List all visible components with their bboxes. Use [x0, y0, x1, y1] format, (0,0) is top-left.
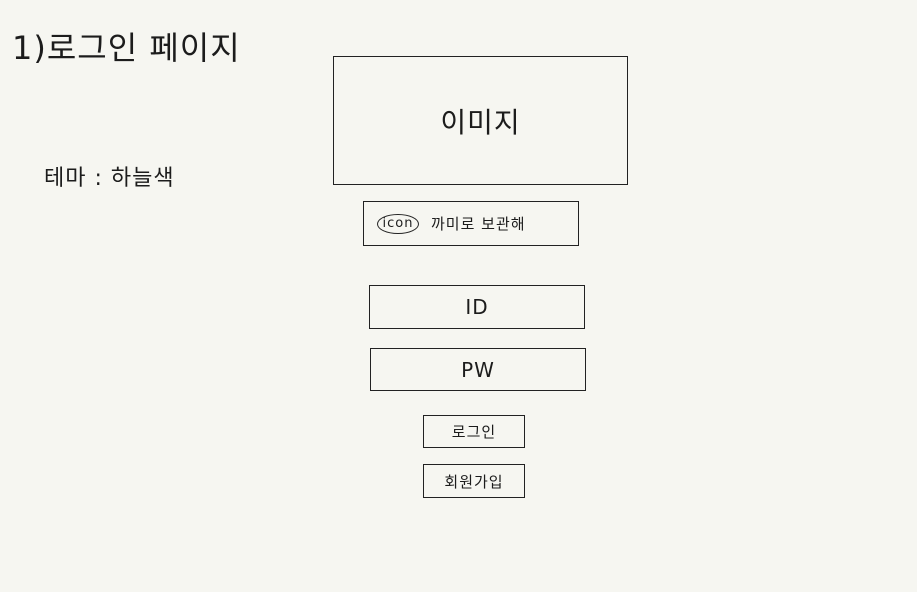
login-button[interactable]: 로그인	[423, 415, 525, 448]
remember-row[interactable]: icon 까미로 보관해	[363, 201, 579, 246]
id-field[interactable]: ID	[369, 285, 585, 329]
image-placeholder: 이미지	[333, 56, 628, 185]
login-button-label: 로그인	[451, 423, 497, 441]
id-field-label: ID	[465, 295, 489, 319]
remember-text: 까미로 보관해	[431, 215, 526, 233]
signup-button-label: 회원가입	[444, 472, 504, 491]
pw-field[interactable]: PW	[370, 348, 586, 391]
icon-placeholder-icon: icon	[377, 213, 419, 234]
pw-field-label: PW	[461, 357, 495, 382]
image-placeholder-label: 이미지	[440, 105, 521, 139]
theme-note: 테마 : 하늘색	[44, 166, 175, 191]
signup-button[interactable]: 회원가입	[423, 464, 525, 498]
page-title: 1)로그인 페이지	[12, 29, 241, 67]
